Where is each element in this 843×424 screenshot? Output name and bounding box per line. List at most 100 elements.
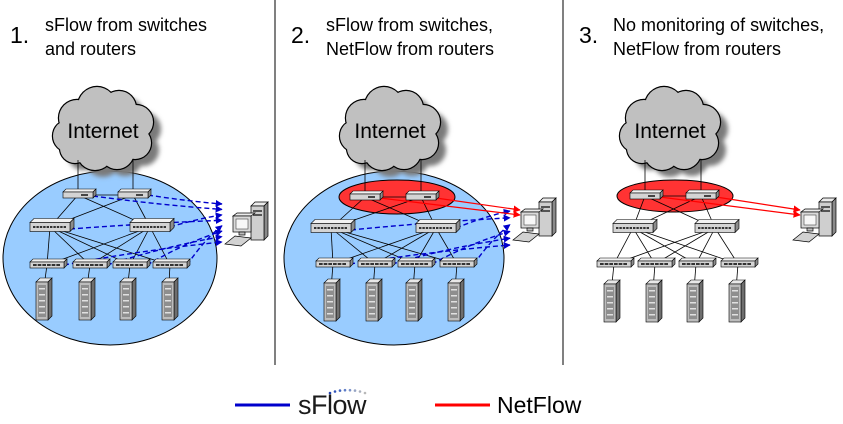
pc-tower-side — [263, 201, 269, 241]
server-side — [47, 277, 53, 321]
server-slot — [451, 301, 457, 303]
server-slot — [123, 294, 129, 296]
server-slot — [82, 294, 88, 296]
server-slot — [327, 289, 333, 291]
access-switch-top — [637, 257, 676, 262]
access-switch-port — [379, 263, 384, 265]
router-top — [629, 189, 664, 194]
access-switch-port — [134, 264, 139, 266]
access-switch — [29, 258, 68, 269]
pc-drive-bay — [253, 210, 262, 212]
access-switch-port — [618, 263, 623, 265]
server-slot — [649, 290, 655, 292]
core-switch-top — [310, 219, 356, 224]
legend-netflow-label: NetFlow — [497, 392, 582, 418]
core-switch-port — [622, 227, 626, 229]
access-switch-port — [641, 263, 645, 265]
server-slot — [649, 308, 655, 310]
server-side — [90, 277, 96, 321]
switched-network-area — [2, 170, 218, 346]
access-switch-port — [165, 264, 169, 266]
server-side — [615, 279, 621, 323]
router — [117, 188, 152, 199]
access-switch — [678, 257, 717, 268]
core-switch-port — [449, 227, 452, 229]
server — [119, 277, 137, 321]
router-indicator — [81, 194, 88, 196]
core-switch-port — [432, 227, 435, 229]
internet-cloud-label: Internet — [354, 120, 425, 143]
access-switch-port — [174, 264, 179, 266]
sflow-logo-dot — [343, 388, 347, 392]
core-switch — [29, 217, 75, 233]
internet-cloud — [618, 85, 728, 177]
access-switch-port — [623, 263, 627, 265]
core-switch-port — [133, 226, 136, 228]
server-slot — [39, 288, 45, 290]
server-slot — [409, 313, 415, 315]
router-front — [405, 193, 437, 201]
access-switch-port — [90, 264, 94, 266]
access-switch-port — [47, 264, 51, 266]
access-switch-port — [447, 263, 452, 265]
access-switch-port — [384, 263, 388, 265]
core-switch-port — [43, 226, 46, 228]
router-top — [117, 188, 152, 193]
core-switch-port — [715, 227, 718, 229]
pc-keyboard — [792, 231, 820, 243]
panel-3-heading: 3. No monitoring of switches, NetFlow fr… — [579, 15, 824, 59]
pc-monitor-top — [231, 212, 257, 217]
core-switch-port — [725, 227, 728, 229]
access-switch-top — [678, 257, 717, 262]
core-switch-port — [439, 227, 442, 229]
server-slot — [327, 301, 333, 303]
server-slot — [123, 312, 129, 314]
server-side — [417, 278, 423, 322]
server-side — [698, 279, 704, 323]
core-switch-port — [344, 227, 347, 229]
core-access-link — [46, 226, 51, 266]
core-switch-port — [629, 227, 632, 229]
core-switch-top — [415, 219, 461, 224]
cloud-puff — [364, 104, 416, 156]
server-slot — [165, 288, 171, 290]
core-switch-port — [636, 227, 639, 229]
core-switch — [612, 218, 658, 234]
server-slot — [82, 312, 88, 314]
access-switch-port — [375, 263, 379, 265]
core-switch-port — [639, 227, 643, 229]
sflow-logo: sFlow — [298, 388, 368, 420]
core-switch-port — [33, 226, 36, 228]
monitoring-pc — [224, 201, 269, 247]
diagram-panel-3 — [596, 85, 837, 323]
server-slot — [649, 296, 655, 298]
server — [728, 279, 746, 323]
access-switch-port — [609, 263, 613, 265]
core-switch-top — [612, 219, 658, 224]
server-slot — [123, 288, 129, 290]
core-switch-port — [619, 227, 622, 229]
core-switch-port — [341, 227, 344, 229]
server-slot — [39, 294, 45, 296]
sflow-export-line — [350, 214, 511, 231]
server-side — [131, 277, 137, 321]
core-switch-port — [633, 227, 636, 229]
access-switch-port — [323, 263, 328, 265]
core-switch-port — [314, 227, 317, 229]
access-switch-port — [682, 263, 686, 265]
panel-title-line: sFlow from switches, — [326, 15, 493, 35]
server-slot — [409, 295, 415, 297]
pc-screen — [235, 218, 249, 230]
sflow-logo-dot — [363, 391, 367, 395]
server-slot — [732, 290, 738, 292]
core-switch-port — [324, 227, 327, 229]
sflow-export-line — [473, 224, 511, 265]
access-switch-top — [596, 257, 635, 262]
panel-2-heading: 2. sFlow from switches, NetFlow from rou… — [291, 15, 494, 59]
access-switch — [357, 257, 396, 268]
access-switch-port — [42, 264, 46, 266]
router-indicator — [424, 196, 431, 198]
core-switch-port — [616, 227, 619, 229]
core-switch-port — [446, 227, 449, 229]
